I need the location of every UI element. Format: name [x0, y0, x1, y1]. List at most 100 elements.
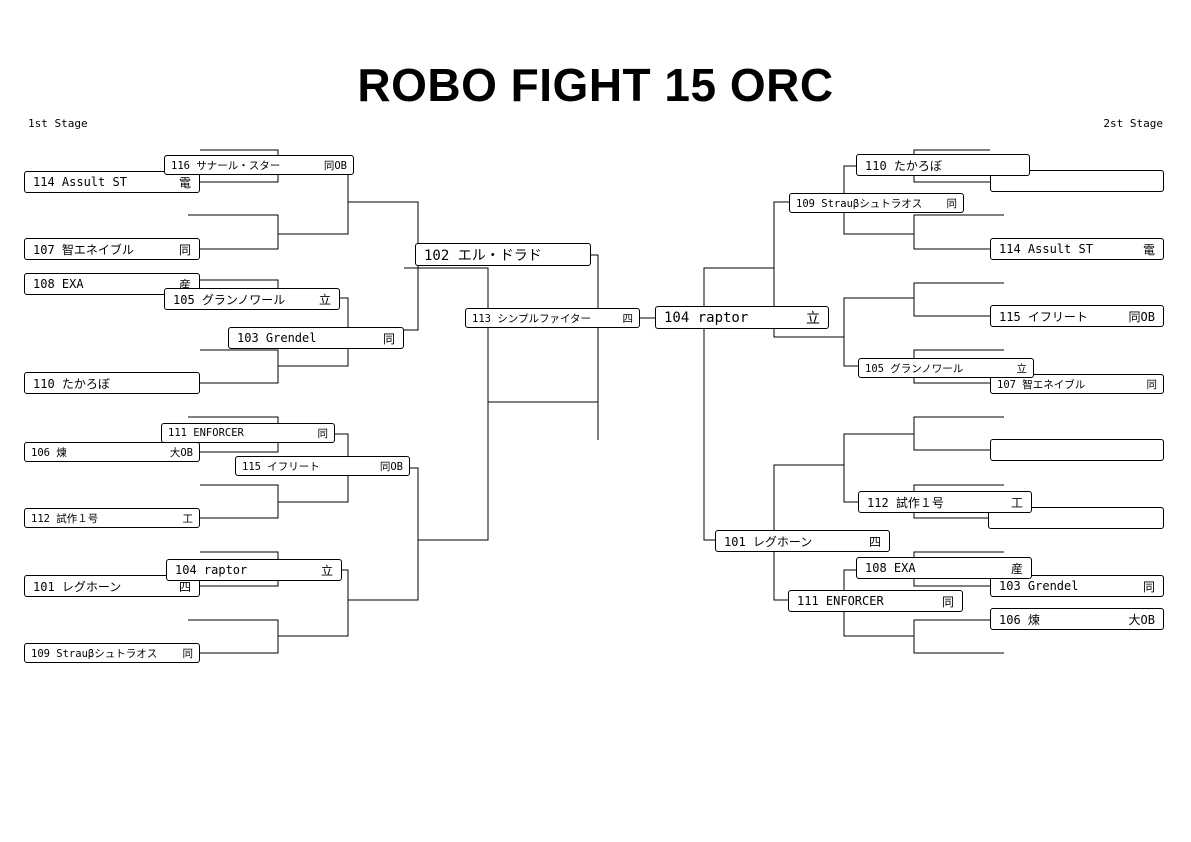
entry-team: 立	[1016, 362, 1028, 375]
right-r1-slot-8: 106 煉 大OB	[990, 608, 1164, 630]
entry-name: 107 智エネイブル	[997, 378, 1086, 391]
entry-team: 立	[320, 563, 333, 578]
right-r1-slot-2: 114 Assult ST 電	[990, 238, 1164, 260]
bracket-line	[348, 201, 419, 331]
entry-team: 同	[1146, 378, 1158, 391]
bracket-line	[843, 433, 914, 503]
bracket-line	[404, 267, 489, 541]
entry-name: 115 イフリート	[242, 460, 320, 473]
right-r2-slot-3: 112 試作１号 工	[858, 491, 1032, 513]
entry-name: 111 ENFORCER	[797, 594, 884, 608]
left-r1-slot-7: 101 レグホーン 四	[24, 575, 200, 597]
right-r4-slot-1: 101 レグホーン 四	[715, 530, 890, 552]
left-r2-slot-1: 116 サナール・スター 同OB	[164, 155, 354, 175]
left-r2-slot-2: 105 グランノワール 立	[164, 288, 340, 310]
left-r2-slot-3: 111 ENFORCER 同	[161, 423, 335, 443]
right-r1-slot-5	[990, 439, 1164, 461]
left-r1-slot-5: 106 煉 大OB	[24, 442, 200, 462]
entry-name: 106 煉	[31, 446, 67, 459]
left-r1-slot-1: 114 Assult ST 電	[24, 171, 200, 193]
entry-team: 工	[1010, 495, 1023, 510]
entry-name: 114 Assult ST	[999, 242, 1093, 256]
entry-team: 同	[178, 242, 191, 257]
entry-name: 114 Assult ST	[33, 175, 127, 189]
right-r3-slot-2: 111 ENFORCER 同	[788, 590, 963, 612]
entry-team: 四	[622, 312, 634, 325]
entry-name: 112 試作１号	[867, 495, 944, 510]
right-r1-slot-6	[988, 507, 1164, 529]
bracket-line	[200, 349, 279, 384]
entry-name: 116 サナール・スター	[171, 159, 281, 172]
left-r1-slot-6: 112 試作１号 工	[24, 508, 200, 528]
entry-name: 110 たかろぼ	[33, 376, 110, 391]
entry-name: 113 シンプルファイター	[472, 312, 592, 325]
bracket-line	[188, 214, 279, 250]
left-r4-slot-1: 102 エル・ドラド	[415, 243, 591, 266]
bracket-line	[200, 484, 279, 519]
entry-team: 同	[182, 647, 194, 660]
entry-team: 大OB	[169, 446, 193, 459]
entry-team: 立	[806, 310, 820, 327]
left-r3-slot-2: 115 イフリート 同OB	[235, 456, 410, 476]
bracket-line	[348, 467, 419, 601]
left-r1-slot-8: 109 Strauβシュトラオス 同	[24, 643, 200, 663]
bracket-line	[843, 297, 914, 367]
entry-team: 産	[1010, 561, 1023, 576]
stage-label-left: 1st Stage	[28, 117, 88, 130]
entry-name: 112 試作１号	[31, 512, 99, 525]
final-left-slot: 113 シンプルファイター 四	[465, 308, 640, 328]
bracket-line	[703, 267, 774, 541]
left-r3-slot-1: 103 Grendel 同	[228, 327, 404, 349]
entry-name: 107 智エネイブル	[33, 242, 134, 257]
entry-name: 103 Grendel	[237, 331, 317, 345]
entry-team: 同	[317, 427, 329, 440]
right-r1-slot-7: 103 Grendel 同	[990, 575, 1164, 597]
entry-name: 115 イフリート	[999, 309, 1088, 324]
entry-name: 103 Grendel	[999, 579, 1079, 593]
bracket-line	[913, 282, 1004, 317]
entry-name: 105 グランノワール	[173, 292, 286, 307]
bracket-line	[188, 619, 279, 654]
bracket-line	[278, 165, 349, 235]
entry-name: 108 EXA	[33, 277, 84, 291]
entry-name: 111 ENFORCER	[168, 427, 244, 439]
entry-name: 108 EXA	[865, 561, 916, 575]
right-r2-slot-4: 108 EXA 産	[856, 557, 1032, 579]
bracket-line	[590, 254, 599, 440]
entry-team: 同	[946, 197, 958, 210]
stage-label-right: 2st Stage	[1103, 117, 1163, 130]
entry-team: 立	[318, 292, 331, 307]
entry-team: 同OB	[323, 159, 347, 172]
entry-name: 104 raptor	[175, 563, 248, 577]
entry-team: 同	[1142, 579, 1155, 594]
page-title: ROBO FIGHT 15 ORC	[357, 59, 834, 111]
entry-name: 106 煉	[999, 612, 1040, 627]
entry-team: 同OB	[379, 460, 403, 473]
entry-team: 電	[178, 175, 191, 190]
right-r3-slot-1: 109 Strauβシュトラオス 同	[789, 193, 964, 213]
entry-team: 工	[182, 512, 194, 525]
entry-team: 大OB	[1128, 612, 1155, 627]
bracket-line	[278, 569, 349, 637]
left-r1-slot-2: 107 智エネイブル 同	[24, 238, 200, 260]
entry-team: 四	[868, 534, 881, 549]
entry-team: 同	[382, 331, 395, 346]
entry-team: 四	[178, 579, 191, 594]
entry-name: 109 Strauβシュトラオス	[796, 197, 923, 210]
entry-name: 110 たかろぼ	[865, 158, 942, 173]
entry-name: 101 レグホーン	[724, 534, 813, 549]
entry-team: 同	[941, 594, 954, 609]
right-r1-slot-4: 107 智エネイブル 同	[990, 374, 1164, 394]
right-r1-slot-1	[990, 170, 1164, 192]
right-r2-slot-2: 105 グランノワール 立	[858, 358, 1034, 378]
right-r1-slot-3: 115 イフリート同OB	[990, 305, 1164, 327]
entry-team: 電	[1142, 242, 1155, 257]
entry-name: 102 エル・ドラド	[424, 247, 542, 264]
entry-name: 109 Strauβシュトラオス	[31, 647, 158, 660]
entry-name: 105 グランノワール	[865, 362, 964, 375]
entry-name: 101 レグホーン	[33, 579, 122, 594]
